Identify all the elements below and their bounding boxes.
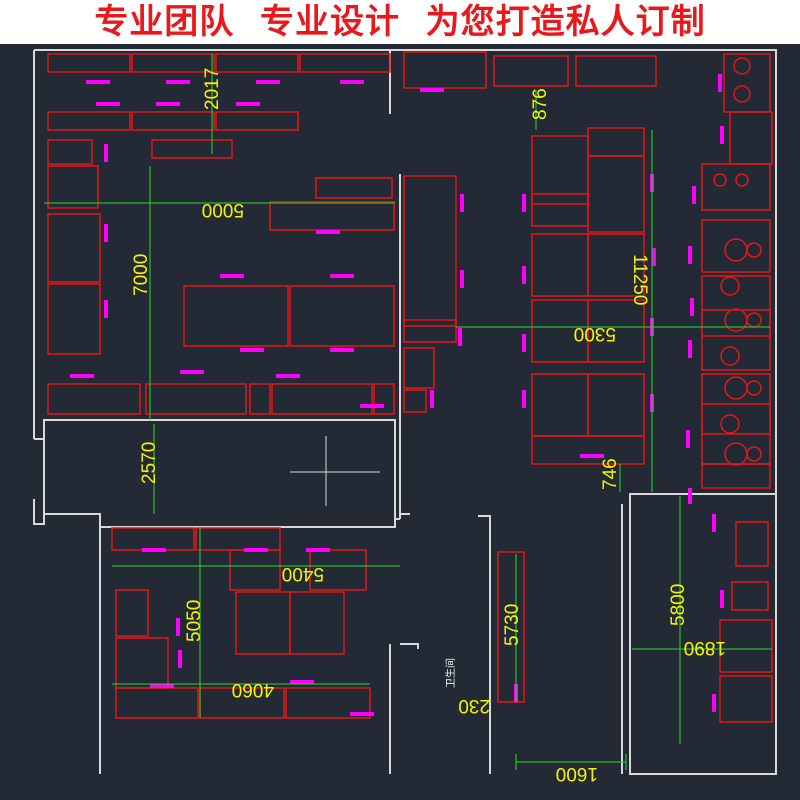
dim-5000: 5000 xyxy=(202,199,244,220)
dim-876: 876 xyxy=(530,88,551,120)
dim-1890: 1890 xyxy=(684,637,726,658)
dim-7000: 7000 xyxy=(131,254,152,296)
dim-230: 230 xyxy=(458,695,490,716)
banner-title: 专业团队 专业设计 为您打造私人订制 xyxy=(94,2,706,42)
dim-5730: 5730 xyxy=(502,604,523,646)
hot-line xyxy=(531,53,773,489)
dim-5300: 5300 xyxy=(574,323,616,344)
dim-746: 746 xyxy=(600,458,621,490)
dim-2017: 2017 xyxy=(202,68,223,110)
dimension-lines xyxy=(44,54,772,770)
dim-1600: 1600 xyxy=(556,763,598,784)
dishwash-area xyxy=(47,51,657,415)
prep-area xyxy=(111,521,773,723)
equipment-tags xyxy=(70,74,724,716)
stove-burners xyxy=(713,57,762,466)
axis-cross xyxy=(290,436,380,506)
dim-5050: 5050 xyxy=(184,600,205,642)
toilet-label: 卫生间 xyxy=(444,658,457,688)
dimension-texts: 2017 5000 7000 876 11250 5300 2570 746 5… xyxy=(131,68,726,784)
dim-5400: 5400 xyxy=(282,563,324,584)
floor-plan: 2017 5000 7000 876 11250 5300 2570 746 5… xyxy=(33,49,777,784)
walls xyxy=(33,49,777,775)
dim-4060: 4060 xyxy=(232,679,274,700)
dim-2570: 2570 xyxy=(139,442,160,484)
dim-5800: 5800 xyxy=(668,584,689,626)
dim-11250: 11250 xyxy=(629,254,650,305)
banner: 专业团队 专业设计 为您打造私人订制 xyxy=(0,0,800,44)
